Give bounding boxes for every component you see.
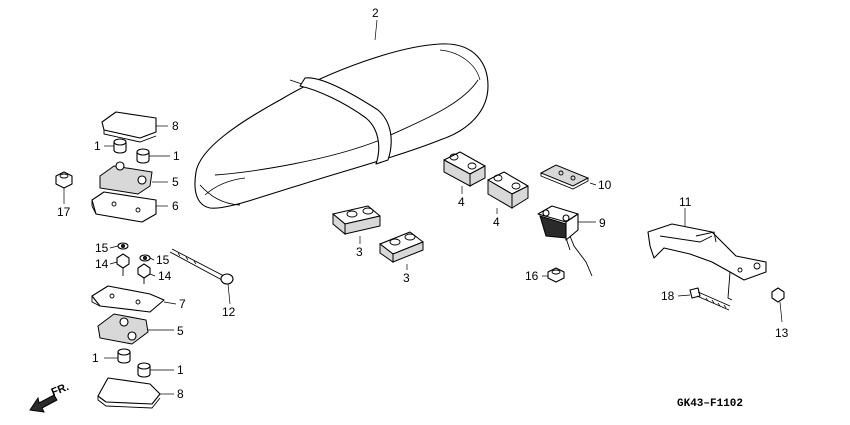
hook-9: [537, 205, 593, 277]
callout-cushion-lower: 3: [403, 271, 410, 285]
callout-holder-right: 4: [493, 215, 500, 229]
bolt-18: [689, 287, 731, 311]
cushion-upper: [332, 205, 381, 236]
callout-cushion-upper: 3: [356, 245, 363, 259]
callout-holder-left: 4: [458, 195, 465, 209]
collar-top-right: [136, 148, 150, 164]
callout-cover-bottom: 8: [177, 387, 184, 401]
front-direction-label: FR.: [50, 381, 71, 399]
collar-top-left: [113, 138, 127, 154]
bracket-11: [647, 223, 767, 301]
callout-collar-top-left: 1: [94, 139, 101, 153]
callout-collar-bottom-right: 1: [177, 363, 184, 377]
hinge-plate-top: [91, 191, 157, 223]
nut-17: [55, 171, 73, 189]
callout-rod-12: 12: [222, 305, 236, 319]
drawing-code: GK43–F1102: [677, 398, 743, 410]
nut-16: [547, 267, 565, 283]
callout-hook-9: 9: [599, 216, 606, 230]
bolt-14-right: [137, 263, 151, 284]
cover-top: [101, 111, 157, 143]
nut-13: [771, 287, 785, 303]
leader-lines: [63, 19, 783, 395]
callout-washer-15-right: 15: [156, 253, 170, 267]
callout-nut-13: 13: [775, 326, 789, 340]
cover-bottom: [97, 377, 161, 409]
callout-cover-top: 8: [172, 119, 179, 133]
callout-bolt-14-right: 14: [158, 269, 172, 283]
callout-nut-17: 17: [57, 205, 71, 219]
cushion-lower: [379, 231, 424, 263]
callout-hinge-top: 5: [172, 175, 179, 189]
callout-plate-10: 10: [598, 178, 612, 192]
front-direction-arrow: FR.: [29, 381, 71, 413]
rod-12: [169, 248, 234, 285]
callout-bolt-18: 18: [661, 289, 675, 303]
callout-washer-15-left: 15: [95, 241, 109, 255]
washer-15-left: [117, 242, 129, 250]
hinge-bottom: [97, 313, 149, 345]
callout-collar-bottom-left: 1: [92, 351, 99, 365]
callout-nut-16: 16: [525, 269, 539, 283]
holder-left: [443, 151, 486, 187]
hinge-top: [99, 161, 153, 195]
collar-bottom-left: [117, 348, 131, 364]
callout-hinge-plate-top: 6: [172, 199, 179, 213]
callout-bolt-14-left: 14: [95, 257, 109, 271]
plate-10: [539, 164, 590, 190]
collar-bottom-right: [137, 362, 151, 378]
callout-bracket-11: 11: [679, 195, 692, 209]
holder-right: [487, 171, 529, 209]
callout-collar-top-right: 1: [173, 149, 180, 163]
callout-seat: 2: [372, 6, 379, 20]
bolt-14-left: [116, 253, 130, 276]
callout-hinge-plate-bottom: 7: [179, 297, 186, 311]
seat: [194, 43, 489, 209]
hinge-plate-bottom: [91, 285, 165, 313]
washer-15-right: [139, 254, 151, 262]
callout-hinge-bottom: 5: [177, 324, 184, 338]
